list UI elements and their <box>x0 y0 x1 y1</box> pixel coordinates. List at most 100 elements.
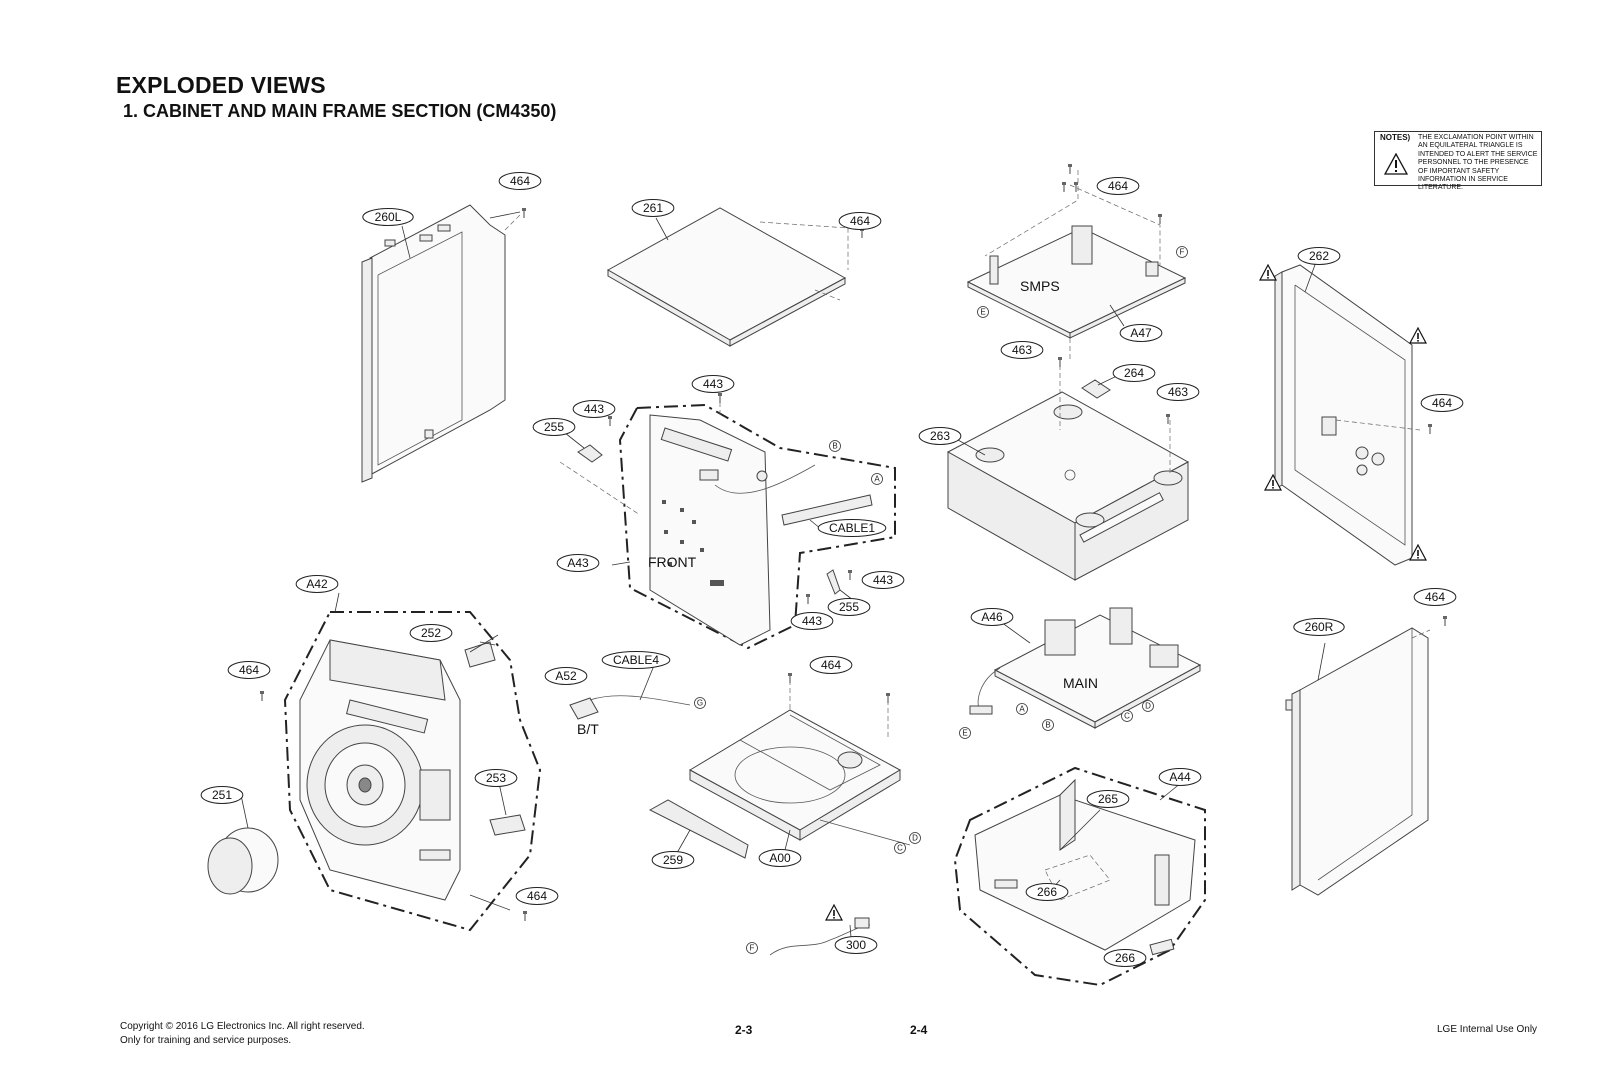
rear-panel <box>1259 264 1433 566</box>
callout-c260R: 260R <box>1293 618 1345 636</box>
callout-c260L: 260L <box>362 208 414 226</box>
bt-label: B/T <box>577 721 599 737</box>
connector-marker-A1: A <box>871 473 883 485</box>
callout-c300: 300 <box>834 936 878 954</box>
front-cabinet <box>207 611 542 932</box>
connector-circle <box>1176 246 1188 258</box>
callout-bubble <box>1420 394 1464 412</box>
callout-bubble <box>1103 949 1147 967</box>
callout-bubble <box>809 656 853 674</box>
callout-bubble <box>1293 618 1345 636</box>
connector-marker-A2: A <box>1016 703 1028 715</box>
callout-cA00: A00 <box>758 849 802 867</box>
callout-c263: 263 <box>918 427 962 445</box>
connector-letter: D <box>912 834 918 843</box>
callout-number: 251 <box>212 788 232 802</box>
notes-box: NOTES) THE EXCLAMATION POINT WITHIN AN E… <box>1374 131 1542 191</box>
callout-bubble <box>532 418 576 436</box>
callout-number: 255 <box>839 600 859 614</box>
callout-number: 464 <box>527 889 547 903</box>
connector-marker-F2: F <box>746 942 758 954</box>
callout-c255_a: 255 <box>532 418 576 436</box>
connector-circle <box>894 842 906 854</box>
main-chassis <box>946 356 1190 581</box>
callout-c264: 264 <box>1112 364 1156 382</box>
callout-number: A47 <box>1130 326 1152 340</box>
callout-number: 264 <box>1124 366 1144 380</box>
callout-number: A00 <box>769 851 791 865</box>
callout-bubble <box>827 598 871 616</box>
bt-module: B/T <box>569 695 691 737</box>
callout-c463_a: 463 <box>1000 341 1044 359</box>
connector-letter: B <box>1045 721 1050 730</box>
callout-number: 262 <box>1309 249 1329 263</box>
side-panel-right <box>1285 615 1448 896</box>
connector-marker-C2: C <box>894 842 906 854</box>
callout-c266_a: 266 <box>1025 883 1069 901</box>
callout-c253: 253 <box>474 769 518 787</box>
connector-letter: A <box>874 475 880 484</box>
callout-bubble <box>409 624 453 642</box>
callout-number: 464 <box>1108 179 1128 193</box>
callout-c443_a: 443 <box>691 375 735 393</box>
callout-number: A42 <box>306 577 328 591</box>
connector-marker-B1: B <box>829 440 841 452</box>
callout-number: A46 <box>981 610 1003 624</box>
connector-circle <box>829 440 841 452</box>
callout-cA52: A52 <box>544 667 588 685</box>
callout-number: 443 <box>584 402 604 416</box>
callout-number: 252 <box>421 626 441 640</box>
callout-number: 265 <box>1098 792 1118 806</box>
callout-bubble <box>1000 341 1044 359</box>
callout-c443_b: 443 <box>572 400 616 418</box>
callout-c265: 265 <box>1086 790 1130 808</box>
callout-bubble <box>970 608 1014 626</box>
callout-bubble <box>834 936 878 954</box>
callout-number: A44 <box>1169 770 1191 784</box>
callout-number: 463 <box>1168 385 1188 399</box>
connector-letter: C <box>897 844 903 853</box>
side-panel-left <box>361 204 527 483</box>
callout-number: 464 <box>1425 590 1445 604</box>
callout-number: 266 <box>1115 951 1135 965</box>
connector-letter: A <box>1019 705 1025 714</box>
callout-bubble <box>817 519 887 537</box>
callout-bubble <box>918 427 962 445</box>
callout-c464_f: 464 <box>1413 588 1457 606</box>
front-board: FRONT <box>559 392 896 650</box>
callout-c443_c: 443 <box>861 571 905 589</box>
connector-circle <box>1016 703 1028 715</box>
copyright-notice: Copyright © 2016 LG Electronics Inc. All… <box>120 1021 365 1032</box>
callout-bubble <box>474 769 518 787</box>
connector-marker-E1: E <box>977 306 989 318</box>
connector-circle <box>694 697 706 709</box>
connector-letter: C <box>1124 712 1130 721</box>
connector-circle <box>977 306 989 318</box>
connector-circle <box>871 473 883 485</box>
callout-bubble <box>200 786 244 804</box>
top-cover <box>606 207 865 347</box>
callout-number: 260L <box>375 210 402 224</box>
callout-c464_d: 464 <box>1420 394 1464 412</box>
connector-marker-D1: D <box>1142 700 1154 712</box>
callout-cA46: A46 <box>970 608 1014 626</box>
callout-number: 464 <box>510 174 530 188</box>
callout-bubble <box>556 554 600 572</box>
main-board: MAIN <box>969 607 1202 729</box>
callout-bubble <box>651 851 695 869</box>
callout-bubble <box>861 571 905 589</box>
callout-number: A43 <box>567 556 589 570</box>
connector-circle <box>1142 700 1154 712</box>
callout-bubble <box>1112 364 1156 382</box>
callout-number: CABLE4 <box>613 653 659 667</box>
callout-bubble <box>227 661 271 679</box>
callout-c259: 259 <box>651 851 695 869</box>
callout-bubble <box>1025 883 1069 901</box>
connector-marker-E2: E <box>959 727 971 739</box>
callout-cCABLE1: CABLE1 <box>817 519 887 537</box>
callout-c464_g: 464 <box>809 656 853 674</box>
callout-bubble <box>1297 247 1341 265</box>
connector-letter: B <box>832 442 837 451</box>
callout-cA42: A42 <box>295 575 339 593</box>
